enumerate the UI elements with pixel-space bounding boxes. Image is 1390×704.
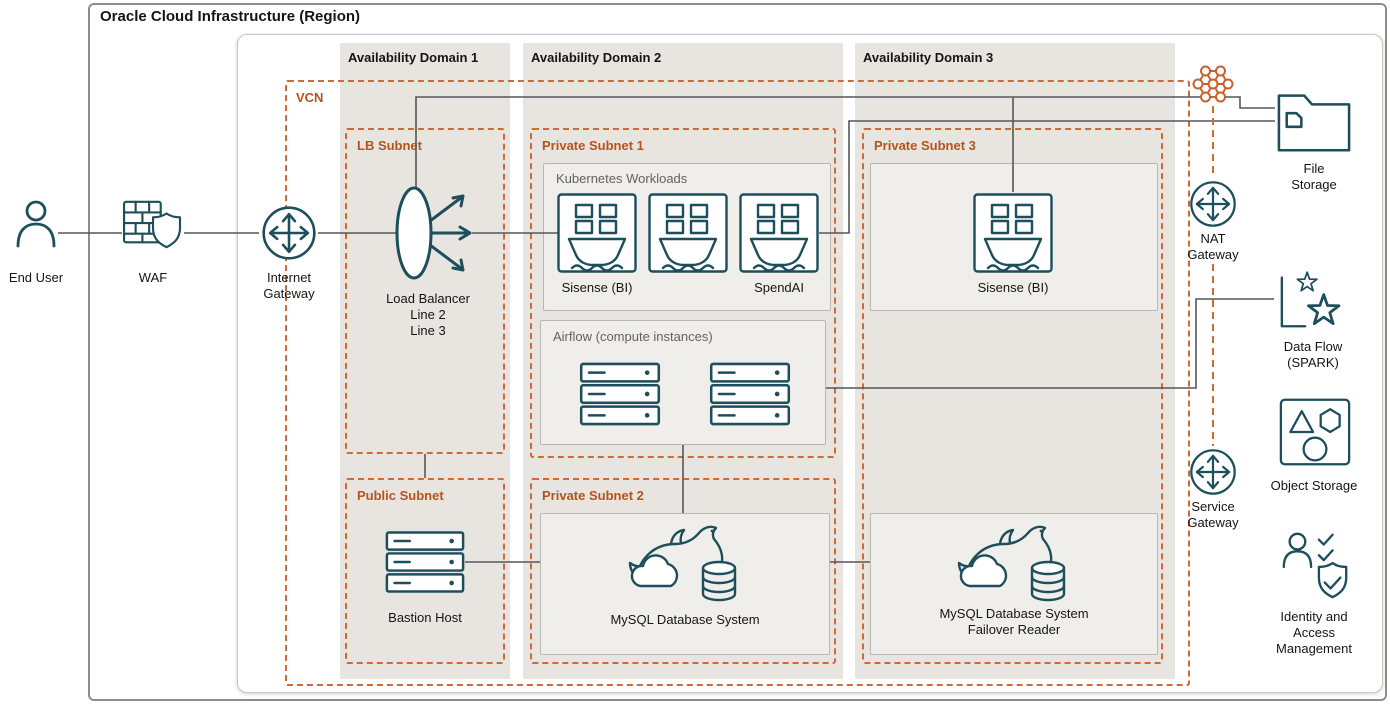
waf-icon xyxy=(122,198,184,252)
service-gateway-label-1: Service xyxy=(1191,499,1235,514)
mysql-primary-label: MySQL Database System xyxy=(610,612,760,627)
public-subnet xyxy=(345,478,505,664)
airflow-server-2-icon xyxy=(708,362,792,426)
sisense-bi-label: Sisense (BI) xyxy=(561,280,633,295)
availability-domain-2-label: Availability Domain 2 xyxy=(531,50,662,65)
public-subnet-label: Public Subnet xyxy=(357,488,444,503)
mysql-failover-label-2: Failover Reader xyxy=(967,622,1061,637)
availability-domain-1-label: Availability Domain 1 xyxy=(348,50,479,65)
private-subnet-1-label: Private Subnet 1 xyxy=(542,138,644,153)
load-balancer-label-3: Line 3 xyxy=(410,323,446,338)
bastion-host-label: Bastion Host xyxy=(388,610,462,625)
mysql-failover-box xyxy=(870,513,1158,655)
bastion-host-icon xyxy=(385,524,465,600)
container-middle-icon xyxy=(648,193,728,273)
sisense-bi-ad3-label: Sisense (BI) xyxy=(977,280,1049,295)
iam-label-1: Identity and xyxy=(1280,609,1348,624)
nat-gateway-label-1: NAT xyxy=(1200,231,1226,246)
load-balancer-label-1: Load Balancer xyxy=(386,291,470,306)
kubernetes-workloads-title: Kubernetes Workloads xyxy=(556,171,688,186)
data-flow-label-2: (SPARK) xyxy=(1287,355,1339,370)
internet-gateway-icon xyxy=(261,205,317,261)
container-sisense-icon xyxy=(557,193,637,273)
region-label: Oracle Cloud Infrastructure (Region) xyxy=(100,8,361,25)
end-user-icon xyxy=(12,196,60,252)
service-gateway-icon xyxy=(1189,448,1237,496)
iam-label-3: Management xyxy=(1276,641,1352,656)
mysql-failover-icon xyxy=(956,520,1072,604)
load-balancer-icon xyxy=(390,183,482,283)
data-flow-label-1: Data Flow xyxy=(1283,339,1343,354)
availability-domain-3-label: Availability Domain 3 xyxy=(863,50,994,65)
file-storage-label-1: File xyxy=(1303,161,1325,176)
spendai-label: SpendAI xyxy=(754,280,804,295)
private-subnet-3-label: Private Subnet 3 xyxy=(874,138,976,153)
mysql-primary-box xyxy=(540,513,830,655)
nat-gateway-icon xyxy=(1189,180,1237,228)
file-storage-icon xyxy=(1275,82,1353,158)
service-gateway-label-2: Gateway xyxy=(1187,515,1239,530)
container-spendai-icon xyxy=(739,193,819,273)
iam-label-2: Access xyxy=(1293,625,1335,640)
airflow-title: Airflow (compute instances) xyxy=(553,329,713,344)
mysql-failover-label-1: MySQL Database System xyxy=(939,606,1089,621)
nat-gateway-label-2: Gateway xyxy=(1187,247,1239,262)
load-balancer-label-2: Line 2 xyxy=(410,307,446,322)
iam-icon xyxy=(1276,526,1354,604)
private-subnet-2-label: Private Subnet 2 xyxy=(542,488,644,503)
internet-gateway-label-1: Internet xyxy=(266,270,312,285)
waf-label: WAF xyxy=(138,270,168,285)
file-storage-label-2: Storage xyxy=(1291,177,1337,192)
data-flow-icon xyxy=(1274,262,1352,336)
vcn-label: VCN xyxy=(296,90,324,105)
network-cluster-icon xyxy=(1187,60,1239,108)
lb-subnet-label: LB Subnet xyxy=(357,138,422,153)
airflow-server-1-icon xyxy=(578,362,662,426)
mysql-primary-icon xyxy=(627,520,743,604)
end-user-label: End User xyxy=(8,270,64,285)
container-sisense-ad3-icon xyxy=(973,193,1053,273)
object-storage-icon xyxy=(1277,396,1353,468)
internet-gateway-label-2: Gateway xyxy=(263,286,315,301)
object-storage-label: Object Storage xyxy=(1270,478,1358,493)
